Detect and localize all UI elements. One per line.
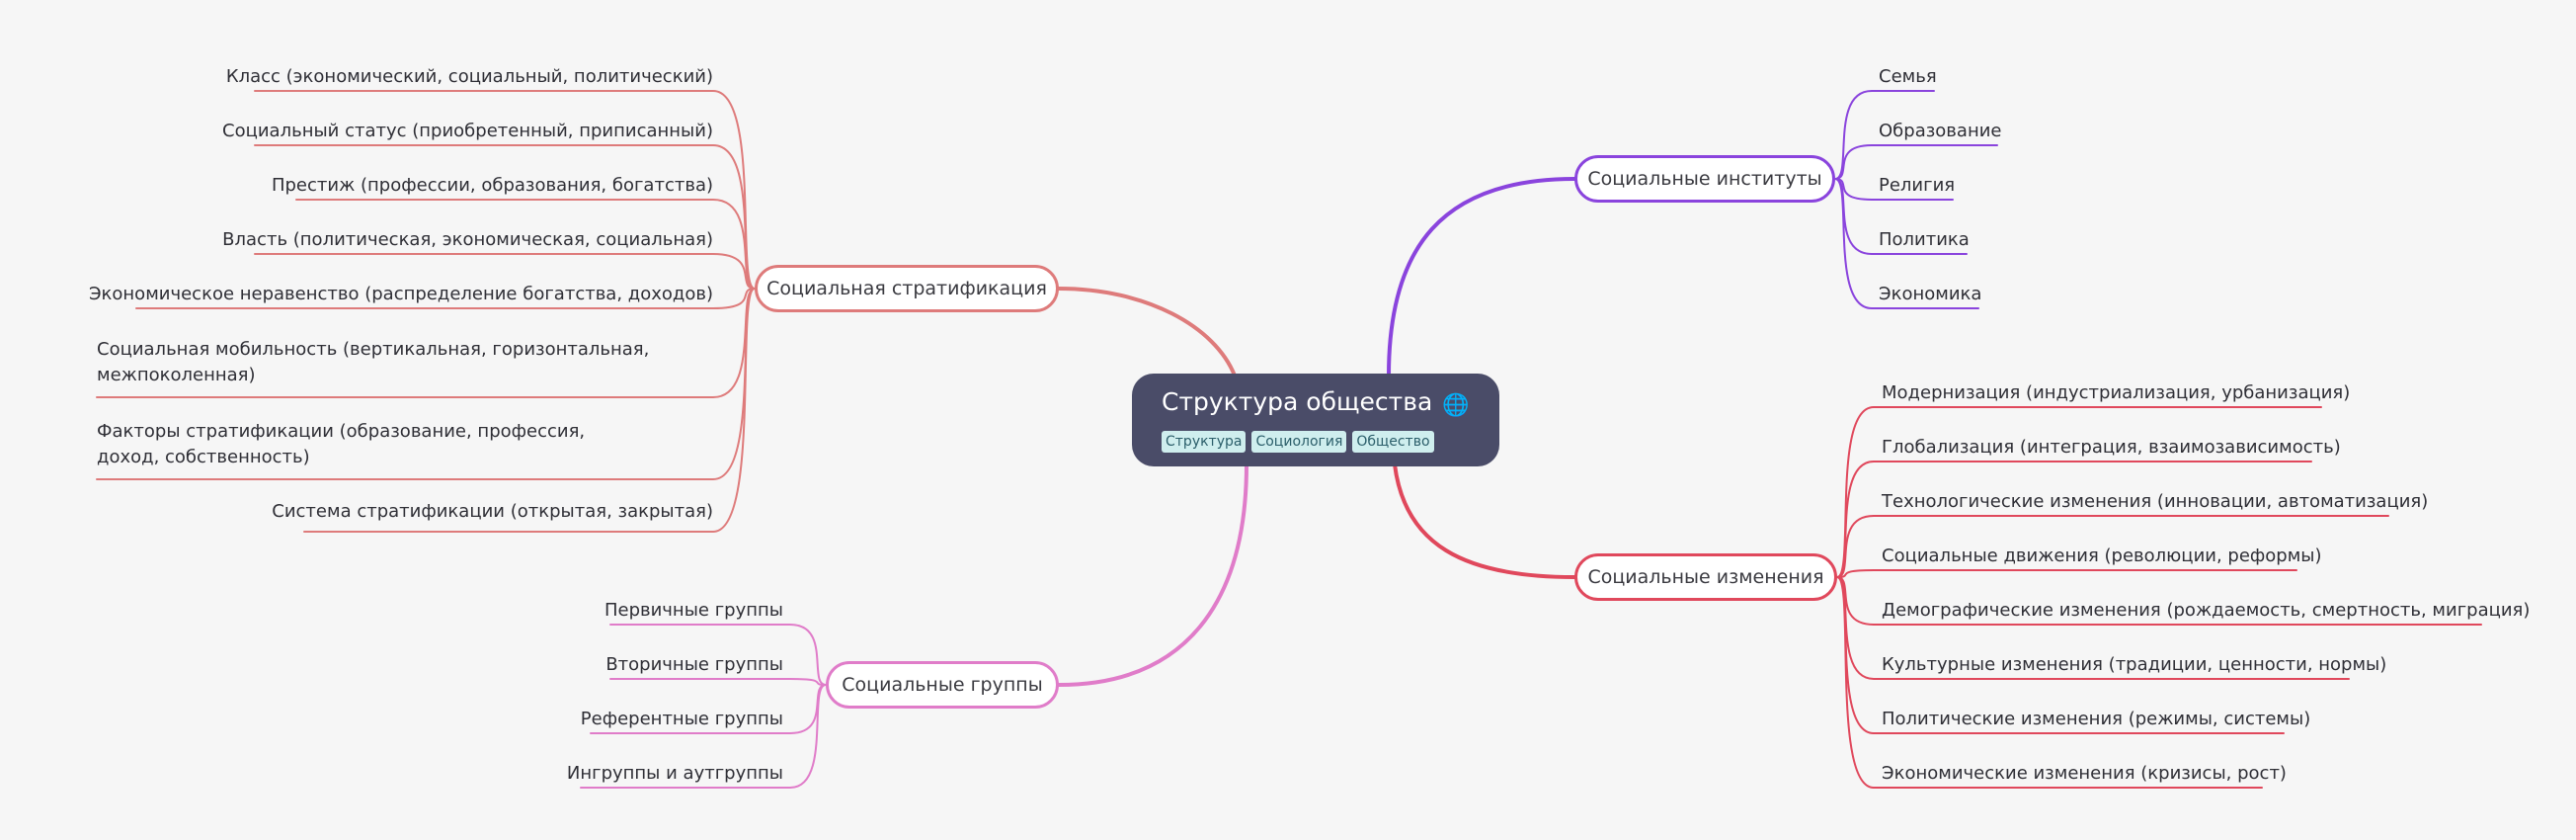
branch-social-stratification[interactable]: Социальная стратификация [755,265,1059,312]
underline-institutions-2 [1834,178,1954,201]
central-topic-label: Структура общества [1162,387,1433,416]
leaf-stratification-system[interactable]: Система стратификации (открытая, закрыта… [272,501,713,522]
underline-groups-1 [609,678,827,686]
central-topic[interactable]: Структура общества 🌐 Структура Социология… [1132,374,1499,466]
leaf-institutions-economy[interactable]: Экономика [1879,284,1982,304]
leaf-changes-globalization[interactable]: Глобализация (интеграция, взаимозависимо… [1882,437,2341,458]
connector-groups [1057,462,1248,687]
leaf-institutions-religion[interactable]: Религия [1879,175,1956,196]
leaf-institutions-politics[interactable]: Политика [1879,229,1970,250]
underline-institutions-4 [1834,178,1979,309]
leaf-groups-primary[interactable]: Первичные группы [604,600,783,621]
leaf-groups-secondary[interactable]: Вторичные группы [605,654,783,675]
connector-changes [1393,462,1576,579]
leaf-changes-politics[interactable]: Политические изменения (режимы, системы) [1882,709,2311,729]
underline-changes-1 [1836,461,2312,578]
underline-institutions-1 [1834,144,1998,180]
globe-icon: 🌐 [1442,393,1470,418]
leaf-institutions-family[interactable]: Семья [1879,66,1937,87]
leaf-groups-reference[interactable]: Референтные группы [580,709,783,729]
underline-changes-2 [1836,515,2389,578]
leaf-changes-demography[interactable]: Демографические изменения (рождаемость, … [1882,600,2531,621]
underline-changes-3 [1836,569,2297,578]
leaf-changes-modernization[interactable]: Модернизация (индустриализация, урбаниза… [1882,382,2351,403]
underline-institutions-0 [1834,90,1935,180]
branch-social-institutions[interactable]: Социальные институты [1574,155,1835,203]
topic-tags: Структура Социология Общество [1162,431,1470,453]
branch-social-groups[interactable]: Социальные группы [826,661,1059,709]
leaf-changes-movements[interactable]: Социальные движения (революции, реформы) [1882,546,2322,566]
leaf-stratification-mobility[interactable]: Социальная мобильность (вертикальная, го… [97,339,650,385]
leaf-changes-technology[interactable]: Технологические изменения (инновации, ав… [1882,491,2429,512]
leaf-stratification-class[interactable]: Класс (экономический, социальный, полити… [225,66,713,87]
leaf-stratification-power[interactable]: Власть (политическая, экономическая, соц… [222,229,713,250]
leaf-stratification-status[interactable]: Социальный статус (приобретенный, припис… [222,121,713,141]
underline-stratification-1 [254,144,756,290]
underline-stratification-4 [135,288,756,309]
leaf-stratification-inequality[interactable]: Экономическое неравенство (распределение… [88,284,713,304]
underline-groups-0 [609,624,827,686]
central-topic-title: Структура общества 🌐 [1162,385,1470,423]
tag-sociology[interactable]: Социология [1251,431,1347,453]
leaf-changes-culture[interactable]: Культурные изменения (традиции, ценности… [1882,654,2387,675]
connector-institutions [1387,177,1576,378]
underline-groups-3 [580,684,827,789]
underline-changes-7 [1836,576,2263,789]
connector-stratification [1057,287,1237,378]
underline-stratification-3 [254,253,756,290]
tag-society[interactable]: Общество [1352,431,1434,453]
leaf-stratification-factors[interactable]: Факторы стратификации (образование, проф… [97,421,586,467]
leaf-groups-in-out[interactable]: Ингруппы и аутгруппы [566,763,783,784]
underline-stratification-2 [295,199,756,290]
branch-social-changes[interactable]: Социальные изменения [1574,553,1837,601]
leaf-changes-economy[interactable]: Экономические изменения (кризисы, рост) [1882,763,2287,784]
leaf-institutions-education[interactable]: Образование [1879,121,2002,141]
leaf-stratification-prestige[interactable]: Престиж (профессии, образования, богатст… [271,175,713,196]
tag-structure[interactable]: Структура [1162,431,1247,453]
underline-stratification-7 [303,288,756,533]
